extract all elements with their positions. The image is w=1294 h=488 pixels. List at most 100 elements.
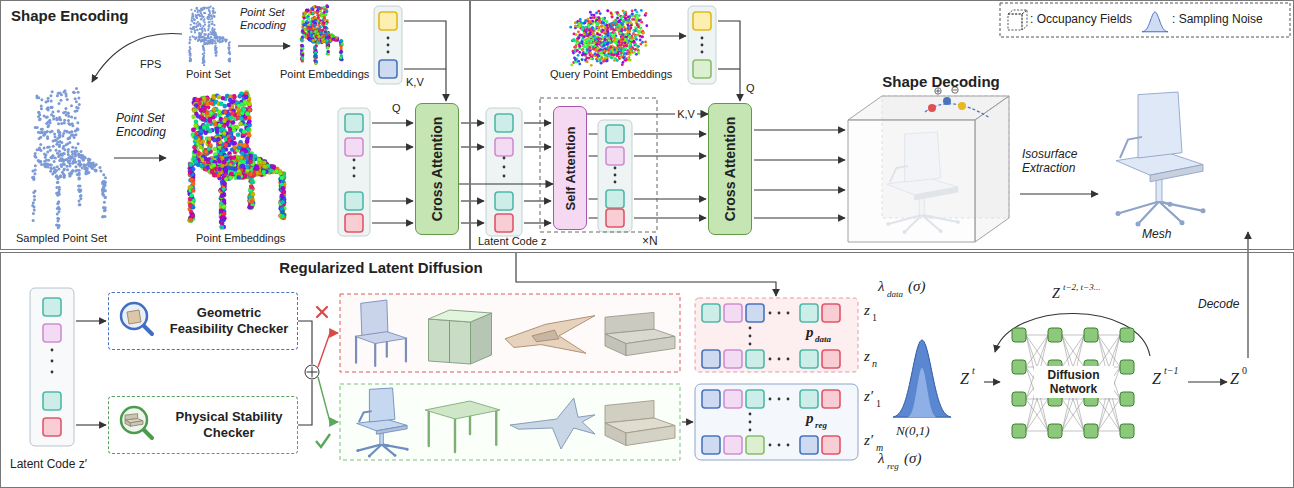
point-cloud-figure — [72, 91, 75, 94]
point-cloud-figure — [196, 25, 198, 27]
point-cloud-figure — [196, 7, 198, 9]
point-cloud-figure — [77, 97, 80, 100]
embedding-figure — [222, 182, 226, 186]
embedding-figure — [340, 50, 343, 53]
embedding-figure — [314, 19, 317, 22]
point-cloud-figure — [212, 7, 214, 9]
point-cloud-figure — [53, 132, 56, 135]
point-cloud-figure — [208, 16, 210, 18]
point-cloud-figure — [74, 97, 77, 100]
point-cloud-figure — [80, 156, 83, 159]
embedding-figure — [247, 102, 251, 106]
point-cloud-figure — [44, 100, 47, 103]
embedding-figure — [301, 44, 304, 47]
point-cloud-figure — [55, 117, 58, 120]
point-cloud-figure — [71, 124, 74, 127]
embedding-figure — [231, 120, 235, 124]
embedding-figure — [314, 30, 317, 33]
point-cloud-figure — [49, 149, 52, 152]
point-cloud-figure — [193, 22, 195, 24]
point-cloud-figure — [63, 163, 66, 166]
point-cloud-figure — [207, 16, 209, 18]
point-cloud-figure — [103, 201, 106, 204]
point-cloud-figure — [53, 160, 56, 163]
embedding-figure — [326, 46, 329, 49]
point-cloud-figure — [203, 12, 205, 14]
point-cloud-figure — [58, 154, 61, 157]
point-cloud-figure — [203, 43, 205, 45]
point-cloud-figure — [33, 208, 36, 211]
embedding-figure — [326, 5, 329, 8]
point-cloud-figure — [198, 22, 200, 24]
point-cloud-figure — [222, 40, 224, 42]
point-cloud-figure — [58, 159, 61, 162]
point-cloud-figure — [40, 163, 43, 166]
point-cloud-figure — [73, 91, 76, 94]
point-cloud-figure — [32, 191, 35, 194]
point-cloud-figure — [190, 60, 192, 62]
point-cloud-figure — [103, 209, 106, 212]
point-cloud-figure — [201, 36, 203, 38]
point-cloud-figure — [228, 60, 230, 62]
point-cloud-figure — [50, 99, 53, 102]
point-cloud-figure — [203, 64, 205, 66]
point-cloud-figure — [57, 201, 60, 204]
point-cloud-figure — [78, 176, 81, 179]
point-cloud-figure — [203, 42, 205, 44]
point-cloud-figure — [190, 9, 192, 11]
point-cloud-figure — [198, 32, 200, 34]
point-cloud-figure — [43, 115, 46, 118]
point-cloud-figure — [59, 163, 62, 166]
point-cloud-figure — [207, 16, 209, 18]
point-cloud-figure — [63, 148, 66, 151]
embedding-figure — [304, 28, 307, 31]
embedding-figure — [316, 14, 319, 17]
point-cloud-figure — [75, 150, 78, 153]
point-cloud-figure — [39, 160, 42, 163]
point-cloud-figure — [229, 60, 231, 62]
embedding-figure — [314, 51, 317, 54]
embedding-figure — [191, 115, 195, 119]
point-cloud-figure — [79, 163, 82, 166]
point-cloud-figure — [195, 14, 197, 16]
embedding-figure — [305, 36, 308, 39]
point-cloud-figure — [215, 35, 217, 37]
point-cloud-figure — [72, 160, 75, 163]
point-cloud-figure — [59, 140, 62, 143]
point-cloud-figure — [82, 163, 85, 166]
embedding-figure — [236, 133, 240, 137]
point-cloud-figure — [56, 181, 59, 184]
point-cloud-figure — [70, 115, 73, 118]
point-cloud-figure — [77, 142, 80, 145]
point-cloud-figure — [90, 166, 93, 169]
point-cloud-figure — [37, 111, 40, 114]
point-cloud-figure — [202, 57, 204, 59]
point-cloud-figure — [212, 12, 214, 14]
point-cloud-figure — [104, 206, 107, 209]
point-cloud-figure — [191, 35, 193, 37]
point-cloud-figure — [199, 10, 201, 12]
point-cloud-figure — [197, 21, 199, 23]
embedding-figure — [304, 11, 307, 14]
point-cloud-figure — [40, 149, 43, 152]
point-cloud-figure — [62, 90, 65, 93]
point-cloud-figure — [207, 35, 209, 37]
point-cloud-figure — [215, 35, 217, 37]
point-cloud-figure — [71, 146, 74, 149]
point-cloud-figure — [61, 171, 64, 174]
point-cloud-figure — [201, 17, 203, 19]
point-cloud-figure — [202, 48, 204, 50]
embedding-figure — [313, 45, 316, 48]
point-cloud-figure — [54, 135, 57, 138]
point-cloud-figure — [204, 43, 206, 45]
point-cloud-figure — [204, 39, 206, 41]
point-cloud-figure — [212, 39, 214, 41]
embedding-figure — [340, 39, 343, 42]
point-cloud-figure — [201, 29, 203, 31]
point-cloud-figure — [75, 87, 78, 90]
point-cloud-figure — [192, 16, 194, 18]
point-cloud-figure — [52, 115, 55, 118]
point-cloud-figure — [64, 107, 67, 110]
point-cloud-figure — [76, 169, 79, 172]
point-cloud-figure — [79, 184, 82, 187]
